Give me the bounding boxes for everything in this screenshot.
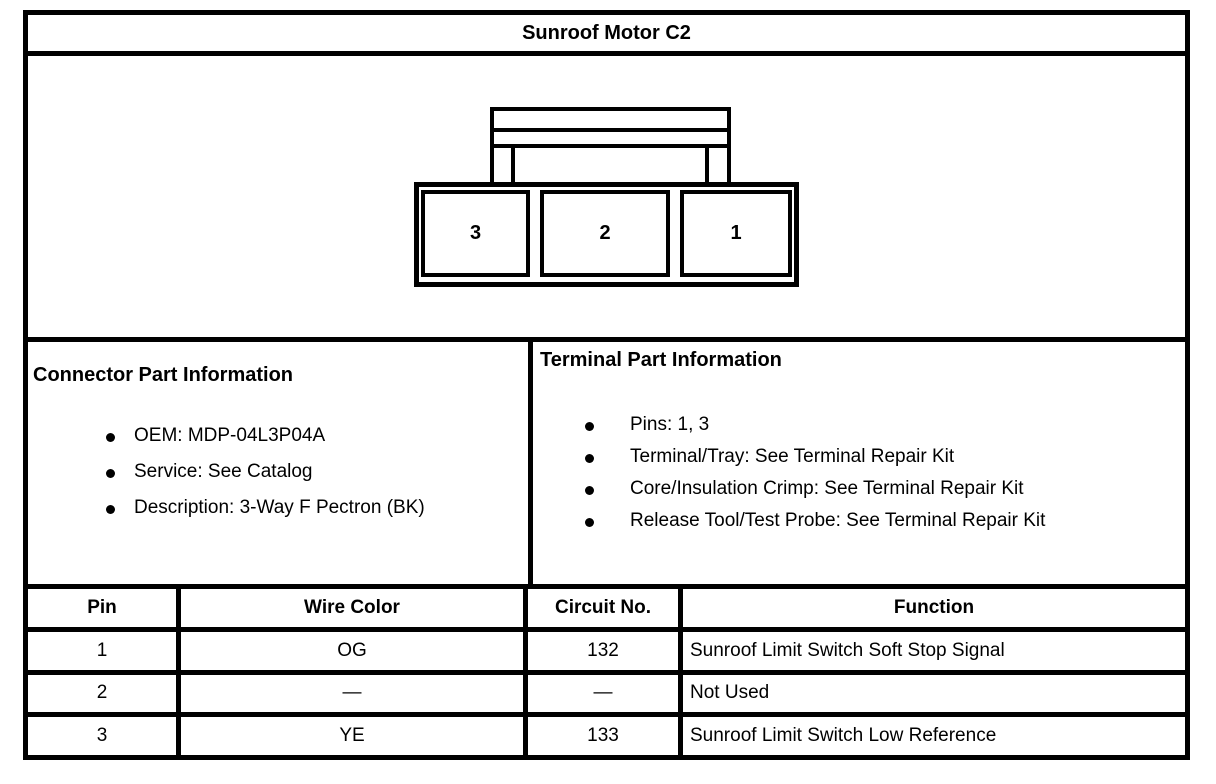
list-item: Terminal/Tray: See Terminal Repair Kit bbox=[585, 446, 1185, 468]
column-header-wire-color: Wire Color bbox=[181, 589, 528, 627]
cell-pin: 2 bbox=[28, 674, 181, 713]
connector-lock-tab bbox=[490, 107, 731, 148]
connector-body: 3 2 1 bbox=[414, 182, 799, 287]
cell-pin: 3 bbox=[28, 717, 181, 755]
connector-part-information-heading: Connector Part Information bbox=[33, 364, 294, 386]
list-item: Core/Insulation Crimp: See Terminal Repa… bbox=[585, 478, 1185, 500]
table-row: 2 — — Not Used bbox=[28, 669, 1185, 713]
cell-circuit-no: 133 bbox=[528, 717, 683, 755]
list-item-text: Service: See Catalog bbox=[134, 461, 313, 482]
column-header-function: Function bbox=[893, 596, 975, 618]
list-item: OEM: MDP-04L3P04A bbox=[106, 425, 528, 447]
cell-pin: 1 bbox=[28, 631, 181, 670]
part-information-section: Connector Part Information OEM: MDP-04L3… bbox=[28, 342, 1185, 589]
cell-circuit-no: — bbox=[528, 674, 683, 713]
cell-function: Sunroof Limit Switch Soft Stop Signal bbox=[690, 639, 1005, 661]
list-item-text: Core/Insulation Crimp: See Terminal Repa… bbox=[630, 478, 1024, 499]
page-title: Sunroof Motor C2 bbox=[28, 15, 1185, 56]
terminal-part-information-heading: Terminal Part Information bbox=[540, 349, 782, 371]
cell-function: Sunroof Limit Switch Low Reference bbox=[690, 725, 997, 747]
list-item-text: Release Tool/Test Probe: See Terminal Re… bbox=[630, 510, 1046, 531]
pin-cavity-2: 2 bbox=[540, 190, 670, 277]
column-header-circuit-no: Circuit No. bbox=[528, 589, 683, 627]
cell-function: Not Used bbox=[690, 682, 770, 704]
bullet-icon bbox=[106, 433, 115, 442]
connector-face-view: 3 2 1 bbox=[414, 56, 799, 287]
bullet-icon bbox=[585, 422, 594, 431]
connector-info-sheet: Sunroof Motor C2 3 2 1 Connector Part In… bbox=[23, 10, 1190, 760]
bullet-icon bbox=[106, 505, 115, 514]
list-item: Service: See Catalog bbox=[106, 461, 528, 483]
bullet-icon bbox=[585, 454, 594, 463]
bullet-icon bbox=[585, 518, 594, 527]
terminal-part-information-box: Terminal Part Information Pins: 1, 3 Ter… bbox=[533, 342, 1185, 584]
connector-part-information-box: Connector Part Information OEM: MDP-04L3… bbox=[28, 342, 533, 584]
pin-cavity-3: 3 bbox=[421, 190, 530, 277]
bullet-icon bbox=[106, 469, 115, 478]
cell-wire-color: YE bbox=[181, 717, 528, 755]
cell-circuit-no: 132 bbox=[528, 631, 683, 670]
pinout-table: Pin Wire Color Circuit No. Function 1 OG… bbox=[28, 589, 1185, 755]
connector-part-information-list: OEM: MDP-04L3P04A Service: See Catalog D… bbox=[33, 425, 528, 519]
connector-neck-left bbox=[490, 148, 515, 182]
connector-neck-right bbox=[705, 148, 731, 182]
table-header-row: Pin Wire Color Circuit No. Function bbox=[28, 589, 1185, 627]
list-item-text: Pins: 1, 3 bbox=[630, 414, 710, 435]
list-item: Pins: 1, 3 bbox=[585, 414, 1185, 436]
connector-lock-tab-divider bbox=[494, 128, 727, 132]
connector-diagram-section: 3 2 1 bbox=[28, 56, 1185, 342]
column-header-pin: Pin bbox=[28, 589, 181, 627]
pin-cavity-1: 1 bbox=[680, 190, 792, 277]
list-item-text: Description: 3-Way F Pectron (BK) bbox=[134, 497, 425, 518]
bullet-icon bbox=[585, 486, 594, 495]
list-item-text: OEM: MDP-04L3P04A bbox=[134, 425, 326, 446]
table-row: 1 OG 132 Sunroof Limit Switch Soft Stop … bbox=[28, 626, 1185, 670]
list-item: Release Tool/Test Probe: See Terminal Re… bbox=[585, 510, 1185, 532]
table-row: 3 YE 133 Sunroof Limit Switch Low Refere… bbox=[28, 712, 1185, 755]
list-item-text: Terminal/Tray: See Terminal Repair Kit bbox=[630, 446, 955, 467]
terminal-part-information-list: Pins: 1, 3 Terminal/Tray: See Terminal R… bbox=[540, 414, 1185, 532]
cell-wire-color: — bbox=[181, 674, 528, 713]
cell-wire-color: OG bbox=[181, 631, 528, 670]
list-item: Description: 3-Way F Pectron (BK) bbox=[106, 497, 528, 519]
